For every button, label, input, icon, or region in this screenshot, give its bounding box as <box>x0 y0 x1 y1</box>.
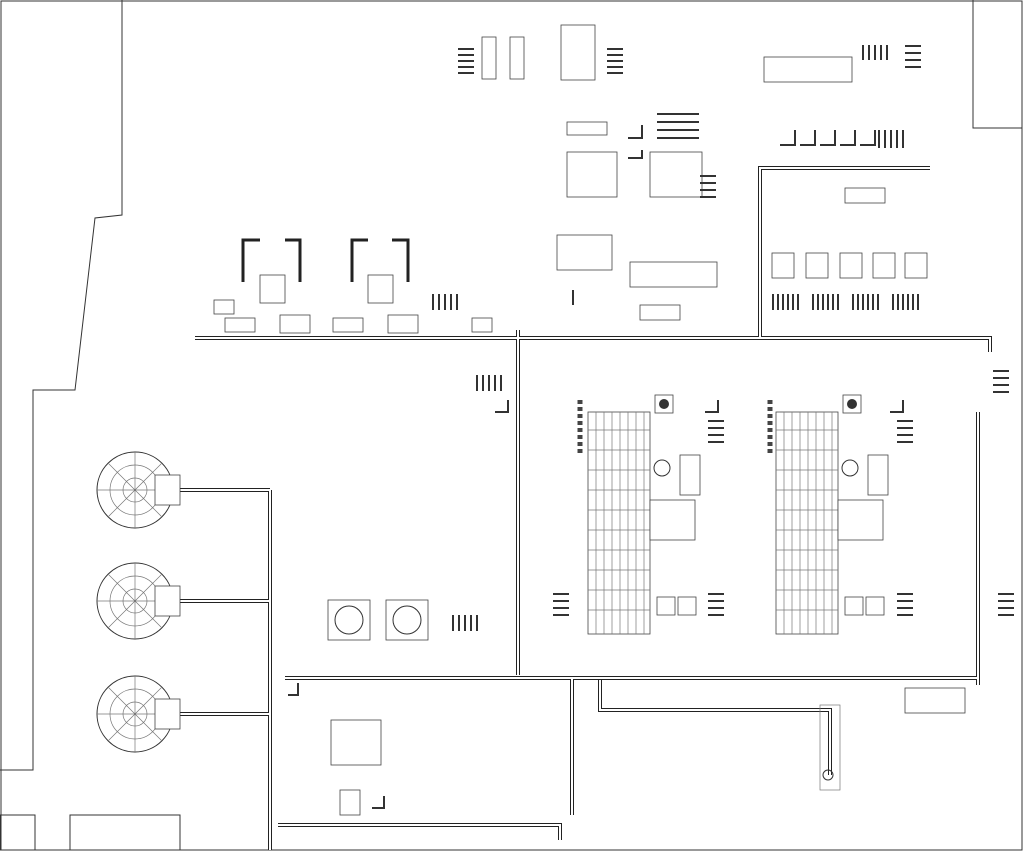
pipe-network <box>180 166 992 850</box>
process-plant-left <box>577 394 701 635</box>
tank <box>96 675 181 753</box>
equipment-blocks <box>213 24 966 816</box>
process-plant-right <box>767 394 889 635</box>
storage-tanks <box>96 451 181 753</box>
corner-structure <box>69 814 181 851</box>
tank <box>96 451 181 529</box>
pallet-stacks <box>432 45 1014 631</box>
tank <box>96 562 181 640</box>
valve-markers <box>288 125 904 809</box>
site-boundary <box>0 0 123 771</box>
neighbor-lot <box>972 0 1022 129</box>
corner-structure <box>0 814 36 851</box>
